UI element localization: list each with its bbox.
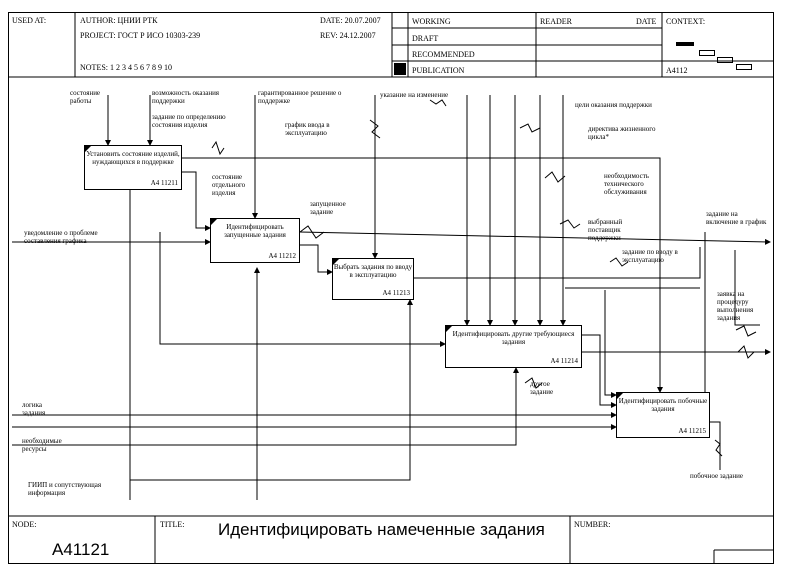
status-draft: DRAFT <box>412 34 439 43</box>
label-gip: ГИИП и сопутствующая информация <box>28 481 102 497</box>
label-logika: логика задания <box>22 401 46 417</box>
label-neobhodimost: необходимость технического обслуживания <box>604 172 649 196</box>
activity-title: Установить состояние изделий, нуждающихс… <box>86 150 180 166</box>
activity-title: Идентифицировать побочные задания <box>618 397 708 413</box>
label-zadanie-vklyuchenie: задание на включение в график <box>706 210 767 226</box>
box-corner <box>333 259 339 265</box>
activity-box-a411212: Идентифицировать запущенные задания A4 1… <box>210 218 300 263</box>
activity-box-a411211: Установить состояние изделий, нуждающихс… <box>84 145 182 190</box>
used-at-label: USED AT: <box>12 16 47 25</box>
reader-label: READER <box>540 17 572 26</box>
context-node: A4112 <box>666 66 688 75</box>
label-ukazanie: указание на изменение <box>380 91 449 99</box>
context-block-4 <box>736 64 752 70</box>
label-zadanie-vvodu: задание по вводу в эксплуатацию <box>622 248 678 264</box>
context-block-2 <box>699 50 715 56</box>
diagram-frame <box>8 12 774 564</box>
context-block-1 <box>676 42 694 46</box>
number-label: NUMBER: <box>574 520 611 529</box>
activity-number: A4 11211 <box>150 179 178 187</box>
activity-box-a411214: Идентифицировать другие требующиеся зада… <box>445 325 582 368</box>
context-label: CONTEXT: <box>666 17 706 26</box>
reader-date-label: DATE <box>636 17 657 26</box>
label-resursy: необходимые ресурсы <box>22 437 62 453</box>
date-label: DATE: 20.07.2007 <box>320 16 381 25</box>
label-drugoe: другое задание <box>530 380 554 396</box>
publication-marker <box>394 63 406 75</box>
rev-label: REV: 24.12.2007 <box>320 31 376 40</box>
status-publication: PUBLICATION <box>412 66 465 75</box>
diagram-title: Идентифицировать намеченные задания <box>218 520 545 539</box>
label-celi: цели оказания поддержки <box>575 101 652 109</box>
activity-title: Выбрать задания по вводу в эксплуатацию <box>333 263 413 279</box>
box-corner <box>446 326 452 332</box>
node-label: NODE: <box>12 520 37 529</box>
status-working: WORKING <box>412 17 451 26</box>
notes-label: NOTES: 1 2 3 4 5 6 7 8 9 10 <box>80 63 172 72</box>
activity-number: A4 11213 <box>382 289 410 297</box>
label-uvedomlenie: уведомление о проблеме составления графи… <box>24 229 98 245</box>
activity-title: Идентифицировать запущенные задания <box>224 223 286 239</box>
label-sostoyanie-raboty: состояние работы <box>70 89 101 105</box>
box-corner <box>617 393 623 399</box>
box-corner <box>211 219 217 225</box>
label-pobochnoe: побочное задание <box>690 472 743 480</box>
label-garantirovannoe: гарантированное решение о поддержке <box>258 89 342 105</box>
label-zayavka: заявка на процедуру выполнения задания <box>717 290 754 322</box>
project-label: PROJECT: ГОСТ Р ИСО 10303-239 <box>80 31 201 40</box>
title-label: TITLE: <box>160 520 185 529</box>
label-grafik-vvoda: график ввода в эксплуатацию <box>285 121 330 137</box>
activity-box-a411215: Идентифицировать побочные задания A4 112… <box>616 392 710 438</box>
author-label: AUTHOR: ЦНИИ РТК <box>80 16 158 25</box>
label-vozmozhnost: возможность оказания поддержки <box>152 89 220 105</box>
status-recommended: RECOMMENDED <box>412 50 475 59</box>
label-zadanie-opredeleniyu: задание по определению состояния изделия <box>152 113 226 129</box>
activity-title: Идентифицировать другие требующиеся зада… <box>452 330 575 346</box>
label-zapushchennoe: запущенное задание <box>310 200 346 216</box>
label-vybrannyi: выбранный поставщик поддержки <box>588 218 623 242</box>
activity-number: A4 11212 <box>268 252 296 260</box>
activity-number: A4 11215 <box>678 427 706 435</box>
context-block-3 <box>717 57 733 63</box>
label-direktiva: директива жизненного цикла* <box>588 125 656 141</box>
node-id: A41121 <box>52 540 110 559</box>
box-corner <box>85 146 91 152</box>
activity-number: A4 11214 <box>550 357 578 365</box>
label-sostoyanie-otdelnogo: состояние отдельного изделия <box>212 173 246 197</box>
activity-box-a411213: Выбрать задания по вводу в эксплуатацию … <box>332 258 414 300</box>
